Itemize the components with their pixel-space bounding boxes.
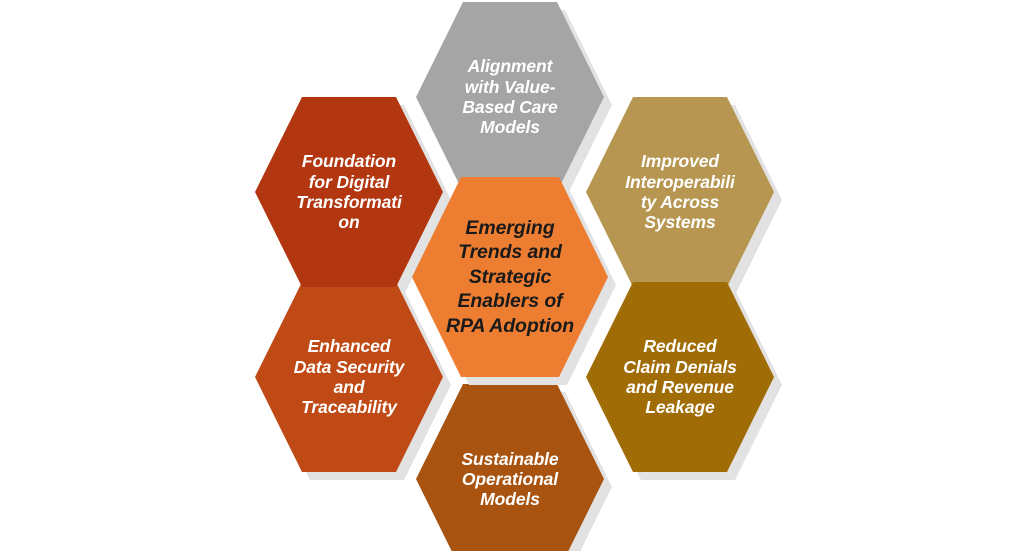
hexagon-enhanced-data-security[interactable]: Enhanced Data Security and Traceability bbox=[255, 282, 443, 472]
hexagon-label-enhanced-data-security: Enhanced Data Security and Traceability bbox=[293, 336, 405, 418]
hexagon-label-improved-interoperability: Improved Interoperabili ty Across System… bbox=[625, 151, 735, 233]
hexagon-label-foundation-digital-transformation: Foundation for Digital Transformati on bbox=[296, 151, 402, 233]
hexagon-foundation-digital-transformation[interactable]: Foundation for Digital Transformati on bbox=[255, 97, 443, 287]
hexagon-label-center-emerging-trends: Emerging Trends and Strategic Enablers o… bbox=[445, 217, 575, 337]
hexagon-label-alignment-value-based-care: Alignment with Value- Based Care Models bbox=[462, 56, 558, 138]
hexagon-label-sustainable-operational-models: Sustainable Operational Models bbox=[461, 448, 559, 510]
hexagon-sustainable-operational-models[interactable]: Sustainable Operational Models bbox=[416, 384, 604, 551]
hexagon-label-reduced-claim-denials: Reduced Claim Denials and Revenue Leakag… bbox=[623, 336, 737, 418]
